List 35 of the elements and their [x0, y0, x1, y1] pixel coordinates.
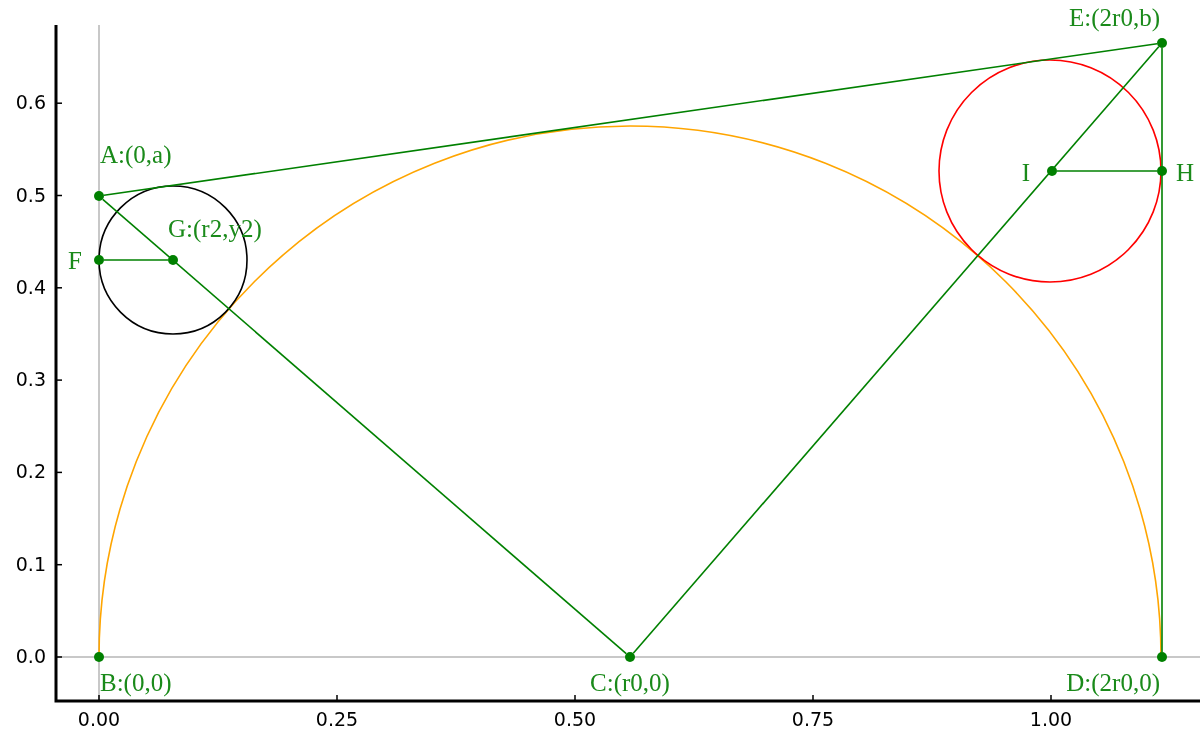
point-label: D:(2r0,0) — [1066, 670, 1160, 695]
line-segment — [1056, 170, 1158, 172]
point-marker — [625, 652, 635, 662]
point-marker — [168, 255, 178, 265]
tick-label: 0.25 — [315, 710, 359, 729]
point-label: I — [1021, 160, 1030, 185]
point-marker — [94, 255, 104, 265]
tick-label: 0.75 — [791, 710, 835, 729]
line-segment — [102, 198, 627, 655]
point-marker — [1157, 652, 1167, 662]
tick-label: 0.6 — [15, 93, 46, 113]
point-marker — [1047, 166, 1057, 176]
line-segment — [1161, 47, 1163, 653]
tick-label: 0.0 — [15, 647, 46, 666]
tick-label: 0.4 — [15, 277, 46, 297]
point-marker — [94, 191, 104, 201]
tick-label: 0.1 — [15, 554, 46, 574]
tick-label: 0.5 — [15, 185, 46, 205]
point-label: A:(0,a) — [100, 142, 172, 167]
line-segment — [103, 259, 169, 261]
tick-label: 0.2 — [15, 462, 46, 482]
point-label: H — [1176, 160, 1195, 185]
tick-label: 0.00 — [77, 710, 121, 729]
point-label: E:(2r0,b) — [1069, 5, 1160, 30]
tick-label: 0.3 — [15, 370, 46, 390]
tick-label: 1.00 — [1029, 710, 1073, 729]
tick-label: 0.50 — [553, 710, 597, 729]
line-segment — [632, 46, 1160, 654]
point-label: F — [68, 248, 82, 273]
line-segment — [103, 42, 1158, 197]
point-marker — [94, 652, 104, 662]
point-label: B:(0,0) — [100, 670, 172, 695]
point-marker — [1157, 166, 1167, 176]
point-marker — [1157, 38, 1167, 48]
point-label: C:(r0,0) — [590, 670, 670, 695]
